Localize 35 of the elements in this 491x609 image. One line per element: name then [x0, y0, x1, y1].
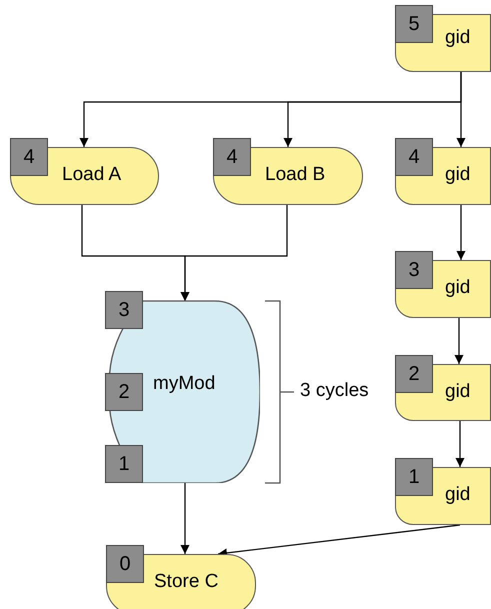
step-number: 3: [395, 251, 433, 289]
node-label: gid: [445, 484, 470, 506]
step-number: 1: [105, 445, 143, 483]
step-number: 0: [106, 545, 144, 583]
step-number: 5: [395, 5, 433, 43]
node-label: gid: [445, 164, 470, 186]
node-label: Store C: [154, 571, 218, 593]
node-label: Load B: [265, 164, 326, 186]
terminal-box: [395, 5, 491, 72]
arrow: [456, 421, 464, 467]
terminal-box: [395, 138, 491, 205]
step-number: 1: [395, 458, 433, 496]
terminal-box: [213, 138, 363, 205]
step-number: 4: [395, 138, 433, 176]
terminal-box: [395, 355, 491, 421]
node-label: myMod: [153, 373, 216, 395]
node-label: Load A: [62, 164, 122, 186]
arrow: [456, 72, 466, 147]
node-label: gid: [445, 381, 470, 403]
node-label: gid: [445, 277, 470, 299]
module-shape: [105, 291, 260, 483]
arrow: [454, 318, 464, 364]
terminal-box: [395, 458, 491, 525]
arrow: [456, 205, 466, 260]
step-number: 3: [105, 291, 143, 329]
step-number: 4: [213, 138, 251, 176]
arrow: [180, 205, 288, 301]
annotation-text: 3 cycles: [300, 380, 369, 402]
terminal-box: [10, 138, 159, 205]
step-number: 2: [105, 373, 143, 411]
node-label: gid: [445, 27, 470, 49]
step-number: 2: [395, 355, 433, 393]
step-number: 4: [10, 138, 48, 176]
terminal-box: [395, 251, 491, 318]
arrow: [180, 483, 190, 554]
